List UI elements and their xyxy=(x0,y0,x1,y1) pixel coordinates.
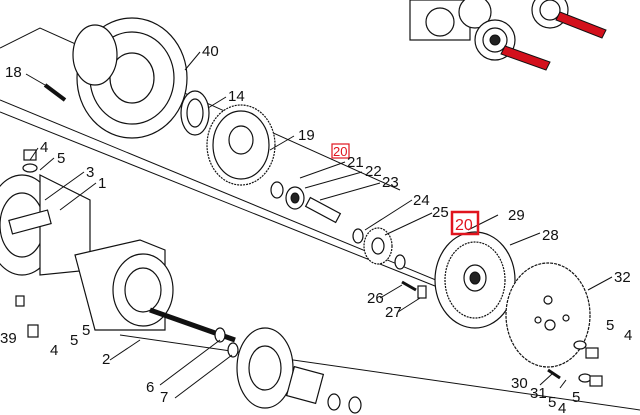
part-40-hub-drawing[interactable] xyxy=(72,17,188,139)
part-32-cover-drawing[interactable] xyxy=(505,262,591,368)
part-23-pin-drawing[interactable] xyxy=(304,196,342,224)
part-label-5-left2[interactable]: 5 xyxy=(82,322,90,339)
part-6-seal-drawing[interactable] xyxy=(214,327,226,343)
part-30-bolt-drawing[interactable] xyxy=(547,368,561,380)
part-label-2[interactable]: 2 xyxy=(102,351,110,368)
part-label-29[interactable]: 29 xyxy=(508,207,525,224)
flange-assembly-drawing[interactable] xyxy=(236,327,362,414)
part-label-20-selected[interactable]: 20 xyxy=(455,217,473,234)
part-label-23[interactable]: 23 xyxy=(382,174,399,191)
part-label-31[interactable]: 31 xyxy=(530,385,547,402)
leader-lines xyxy=(25,51,613,399)
part-24-ring-drawing[interactable] xyxy=(352,228,364,244)
part-21-washer-drawing[interactable] xyxy=(270,181,284,199)
part-label-6[interactable]: 6 xyxy=(146,379,154,396)
part-5-washer-drawing[interactable] xyxy=(573,340,592,383)
part-label-5-left[interactable]: 5 xyxy=(70,332,78,349)
part-label-20-selected-box xyxy=(450,210,480,236)
part-label-5-top[interactable]: 5 xyxy=(57,150,65,167)
part-label-21[interactable]: 21 xyxy=(347,154,364,171)
part-label-5-mid[interactable]: 5 xyxy=(606,317,614,334)
part-label-39[interactable]: 39 xyxy=(0,330,17,347)
part-25-planet-gear-drawing[interactable] xyxy=(363,227,406,270)
part-label-4-mid[interactable]: 4 xyxy=(624,327,632,344)
part-3-shaft-drawing[interactable] xyxy=(8,209,52,235)
pointer-arrow-icon xyxy=(500,45,551,71)
part-label-27[interactable]: 27 xyxy=(385,304,402,321)
part-label-24[interactable]: 24 xyxy=(413,192,430,209)
part-label-25[interactable]: 25 xyxy=(432,204,449,221)
part-label-3[interactable]: 3 xyxy=(86,164,94,181)
part-label-18[interactable]: 18 xyxy=(5,64,22,81)
part-label-32[interactable]: 32 xyxy=(614,269,631,286)
part-label-28[interactable]: 28 xyxy=(542,227,559,244)
part-label-4-left[interactable]: 4 xyxy=(50,342,58,359)
part-39-bolt-drawing[interactable] xyxy=(15,295,25,307)
part-label-30[interactable]: 30 xyxy=(511,375,528,392)
part-label-1[interactable]: 1 xyxy=(98,175,106,192)
part-labels: 40 18 14 19 20 21 22 23 24 25 20 29 28 3… xyxy=(0,43,632,415)
part-label-7[interactable]: 7 xyxy=(160,389,168,406)
part-label-19[interactable]: 19 xyxy=(298,127,315,144)
part-label-20-outline xyxy=(331,143,350,159)
part-4-plug-right-drawing[interactable] xyxy=(585,347,603,387)
part-22-bearing-drawing[interactable] xyxy=(285,186,305,210)
part-26-bolt-drawing[interactable] xyxy=(401,280,417,292)
part-14-bearing-drawing[interactable] xyxy=(180,90,210,136)
pointer-arrow-icon xyxy=(555,11,607,39)
part-label-4-bottom[interactable]: 4 xyxy=(558,400,566,415)
part-label-14[interactable]: 14 xyxy=(228,88,245,105)
part-label-20-first[interactable]: 20 xyxy=(333,144,347,159)
part-28-drum-drawing[interactable] xyxy=(434,231,516,329)
part-27-clip-drawing[interactable] xyxy=(417,285,427,299)
part-label-26[interactable]: 26 xyxy=(367,290,384,307)
part-4-cap-drawing[interactable] xyxy=(27,324,39,338)
part-18-bolt-drawing[interactable] xyxy=(43,83,67,102)
differential-carrier-drawing[interactable] xyxy=(74,239,174,331)
part-7-washer-drawing[interactable] xyxy=(227,342,239,358)
part-label-40[interactable]: 40 xyxy=(202,43,219,60)
part-label-22[interactable]: 22 xyxy=(365,163,382,180)
part-label-5-right[interactable]: 5 xyxy=(572,389,580,406)
part-19-ring-gear-drawing[interactable] xyxy=(206,104,276,186)
part-label-4-top[interactable]: 4 xyxy=(40,139,48,156)
machine-thumbnail xyxy=(409,0,607,71)
part-label-5-bottom[interactable]: 5 xyxy=(548,394,556,411)
